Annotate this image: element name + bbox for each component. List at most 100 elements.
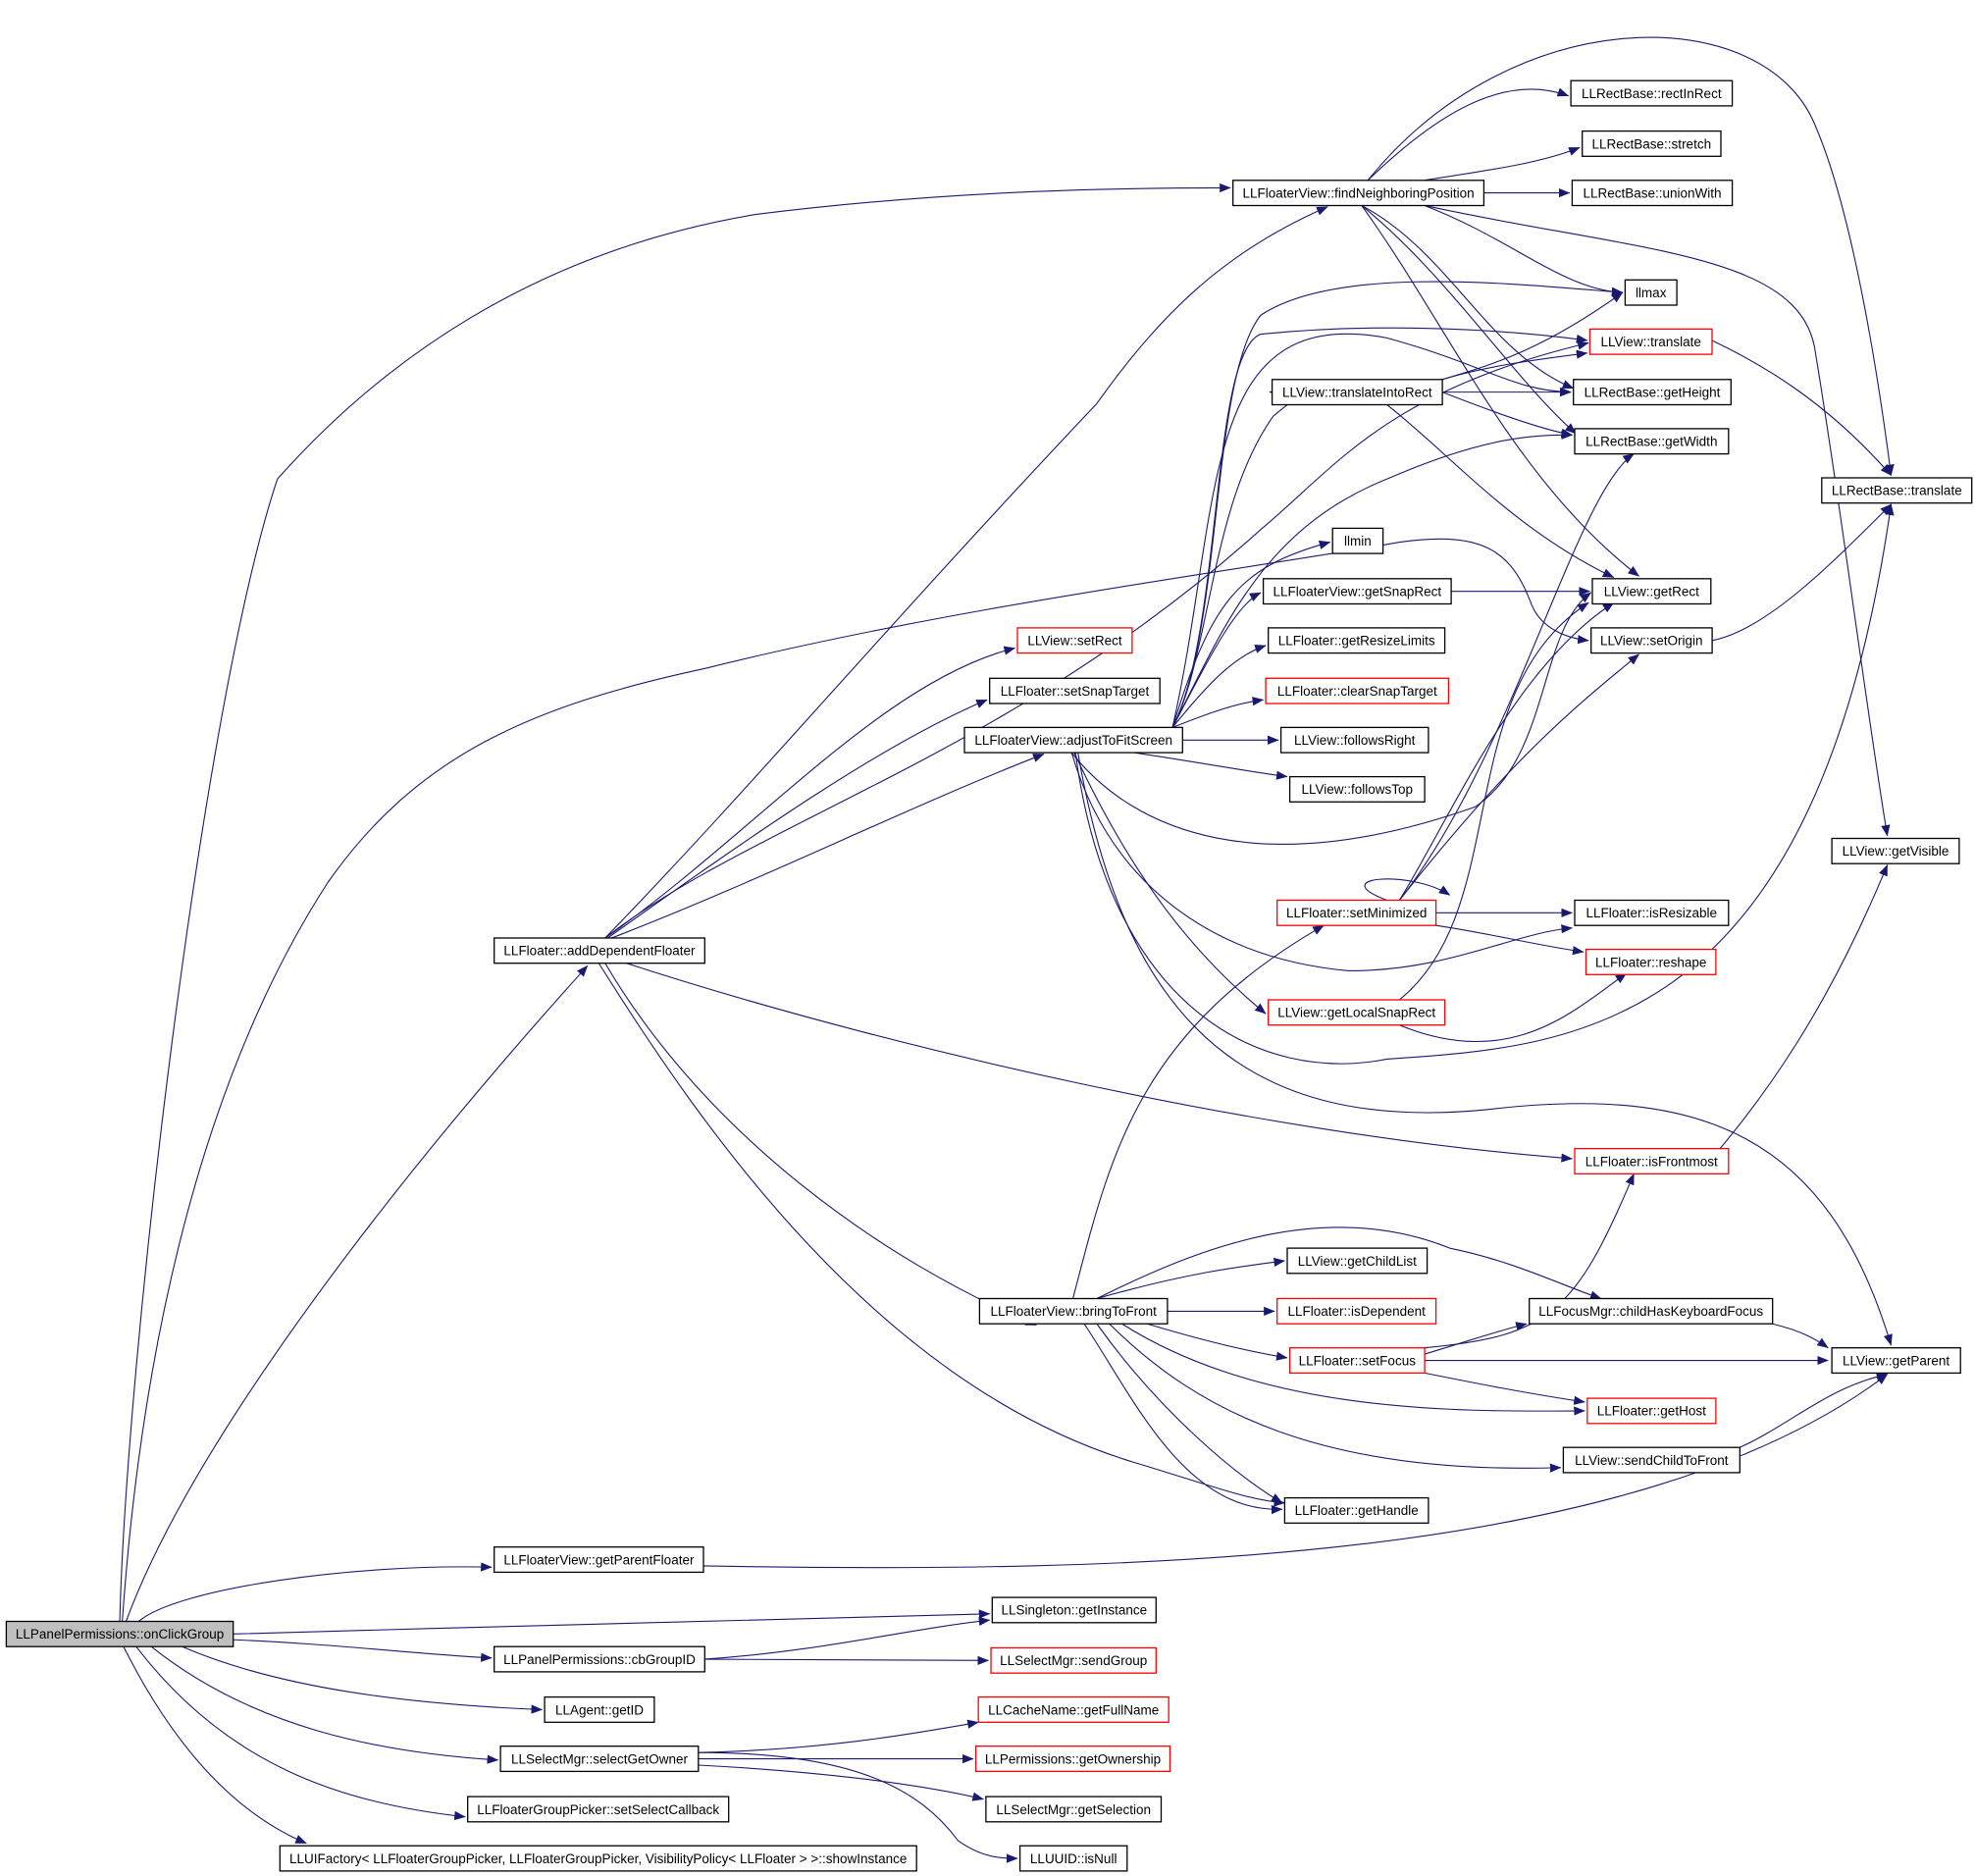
node-setRect[interactable]: LLView::setRect xyxy=(1016,627,1133,654)
node-box[interactable] xyxy=(1271,379,1443,406)
node-box[interactable] xyxy=(1574,1147,1730,1174)
node-box[interactable] xyxy=(1571,180,1734,207)
node-box[interactable] xyxy=(1018,1845,1128,1872)
node-box[interactable] xyxy=(1262,578,1452,605)
node-box[interactable] xyxy=(1265,677,1450,704)
node-box[interactable] xyxy=(1588,328,1713,355)
node-getVisible[interactable]: LLView::getVisible xyxy=(1831,837,1960,864)
node-sendChildToFront[interactable]: LLView::sendChildToFront xyxy=(1562,1446,1741,1474)
node-setSnapTarget[interactable]: LLFloater::setSnapTarget xyxy=(989,677,1161,704)
node-getHandle[interactable]: LLFloater::getHandle xyxy=(1283,1496,1429,1524)
node-rectTranslate[interactable]: LLRectBase::translate xyxy=(1821,477,1973,504)
node-box[interactable] xyxy=(1268,627,1446,654)
node-box[interactable] xyxy=(1821,477,1973,504)
node-getChildList[interactable]: LLView::getChildList xyxy=(1286,1247,1429,1275)
node-translateIntoRect[interactable]: LLView::translateIntoRect xyxy=(1271,379,1443,406)
node-getWidth[interactable]: LLRectBase::getWidth xyxy=(1574,428,1730,455)
node-box[interactable] xyxy=(1268,999,1446,1026)
node-sendGroup[interactable]: LLSelectMgr::sendGroup xyxy=(990,1646,1157,1674)
node-box[interactable] xyxy=(494,1546,704,1574)
node-unionWith[interactable]: LLRectBase::unionWith xyxy=(1571,180,1734,207)
node-box[interactable] xyxy=(494,1645,705,1673)
node-llmax[interactable]: llmax xyxy=(1624,279,1678,306)
node-isDependent[interactable]: LLFloater::isDependent xyxy=(1276,1297,1437,1325)
node-box[interactable] xyxy=(989,677,1161,704)
node-box[interactable] xyxy=(1562,1446,1741,1474)
node-box[interactable] xyxy=(279,1845,917,1872)
node-box[interactable] xyxy=(1016,627,1133,654)
node-getParent[interactable]: LLView::getParent xyxy=(1831,1347,1961,1375)
node-box[interactable] xyxy=(1831,837,1960,864)
node-rectInRect[interactable]: LLRectBase::rectInRect xyxy=(1570,79,1734,107)
node-box[interactable] xyxy=(1570,79,1734,107)
node-box[interactable] xyxy=(1279,726,1429,754)
node-isFrontmost[interactable]: LLFloater::isFrontmost xyxy=(1574,1147,1730,1174)
node-box[interactable] xyxy=(978,1297,1169,1325)
node-box[interactable] xyxy=(1831,1347,1961,1375)
node-childHasKeyboardFocus[interactable]: LLFocusMgr::childHasKeyboardFocus xyxy=(1529,1297,1774,1325)
node-onClickGroup[interactable]: LLPanelPermissions::onClickGroup xyxy=(5,1620,234,1647)
node-box[interactable] xyxy=(991,1596,1157,1624)
node-getHeight[interactable]: LLRectBase::getHeight xyxy=(1573,379,1732,406)
node-box[interactable] xyxy=(1574,899,1730,926)
node-setSelectCallback[interactable]: LLFloaterGroupPicker::setSelectCallback xyxy=(467,1796,730,1823)
node-box[interactable] xyxy=(494,937,705,964)
node-selectGetOwner[interactable]: LLSelectMgr::selectGetOwner xyxy=(499,1746,700,1773)
node-box[interactable] xyxy=(1582,130,1722,157)
node-showInstance[interactable]: LLUIFactory< LLFloaterGroupPicker, LLFlo… xyxy=(279,1845,917,1872)
node-box[interactable] xyxy=(1288,1347,1426,1375)
node-box[interactable] xyxy=(1288,775,1426,803)
node-setMinimized[interactable]: LLFloater::setMinimized xyxy=(1276,899,1437,926)
node-box[interactable] xyxy=(499,1746,700,1773)
node-getSnapRect[interactable]: LLFloaterView::getSnapRect xyxy=(1262,578,1452,605)
node-box[interactable] xyxy=(1585,948,1717,975)
node-box[interactable] xyxy=(1283,1496,1429,1524)
node-followsRight[interactable]: LLView::followsRight xyxy=(1279,726,1429,754)
node-isResizable[interactable]: LLFloater::isResizable xyxy=(1574,899,1730,926)
node-setOrigin[interactable]: LLView::setOrigin xyxy=(1590,627,1713,654)
node-isNull[interactable]: LLUUID::isNull xyxy=(1018,1845,1128,1872)
node-getLocalSnapRect[interactable]: LLView::getLocalSnapRect xyxy=(1268,999,1446,1026)
node-cbGroupID[interactable]: LLPanelPermissions::cbGroupID xyxy=(494,1645,705,1673)
node-getID[interactable]: LLAgent::getID xyxy=(544,1695,655,1723)
node-addDependentFloater[interactable]: LLFloater::addDependentFloater xyxy=(494,937,705,964)
node-box[interactable] xyxy=(990,1646,1157,1674)
node-box[interactable] xyxy=(1232,180,1485,207)
node-box[interactable] xyxy=(963,726,1183,754)
node-llmin[interactable]: llmin xyxy=(1331,527,1384,554)
node-box[interactable] xyxy=(1286,1247,1429,1275)
node-box[interactable] xyxy=(1624,279,1678,306)
node-findNeighboringPosition[interactable]: LLFloaterView::findNeighboringPosition xyxy=(1232,180,1485,207)
node-bringToFront[interactable]: LLFloaterView::bringToFront xyxy=(978,1297,1169,1325)
node-reshape[interactable]: LLFloater::reshape xyxy=(1585,948,1717,975)
node-box[interactable] xyxy=(1331,527,1384,554)
node-viewTranslate[interactable]: LLView::translate xyxy=(1588,328,1713,355)
node-getSelection[interactable]: LLSelectMgr::getSelection xyxy=(985,1796,1163,1823)
node-box[interactable] xyxy=(467,1796,730,1823)
node-box[interactable] xyxy=(974,1746,1171,1773)
node-getResizeLimits[interactable]: LLFloater::getResizeLimits xyxy=(1268,627,1446,654)
node-followsTop[interactable]: LLView::followsTop xyxy=(1288,775,1426,803)
node-getHost[interactable]: LLFloater::getHost xyxy=(1586,1397,1717,1425)
node-box[interactable] xyxy=(977,1695,1169,1723)
node-getInstance[interactable]: LLSingleton::getInstance xyxy=(991,1596,1157,1624)
node-setFocus[interactable]: LLFloater::setFocus xyxy=(1288,1347,1426,1375)
node-stretch[interactable]: LLRectBase::stretch xyxy=(1582,130,1722,157)
node-clearSnapTarget[interactable]: LLFloater::clearSnapTarget xyxy=(1265,677,1450,704)
node-getParentFloater[interactable]: LLFloaterView::getParentFloater xyxy=(494,1546,704,1574)
node-box[interactable] xyxy=(1590,627,1713,654)
node-box[interactable] xyxy=(1276,1297,1437,1325)
node-box[interactable] xyxy=(1573,379,1732,406)
node-box[interactable] xyxy=(1586,1397,1717,1425)
node-box[interactable] xyxy=(544,1695,655,1723)
node-box[interactable] xyxy=(1591,578,1712,605)
node-box[interactable] xyxy=(1574,428,1730,455)
node-adjustToFitScreen[interactable]: LLFloaterView::adjustToFitScreen xyxy=(963,726,1183,754)
node-getRect[interactable]: LLView::getRect xyxy=(1591,578,1712,605)
node-getFullName[interactable]: LLCacheName::getFullName xyxy=(977,1695,1169,1723)
node-box[interactable] xyxy=(5,1620,234,1647)
node-box[interactable] xyxy=(985,1796,1163,1823)
node-getOwnership[interactable]: LLPermissions::getOwnership xyxy=(974,1746,1171,1773)
node-box[interactable] xyxy=(1529,1297,1774,1325)
node-box[interactable] xyxy=(1276,899,1437,926)
